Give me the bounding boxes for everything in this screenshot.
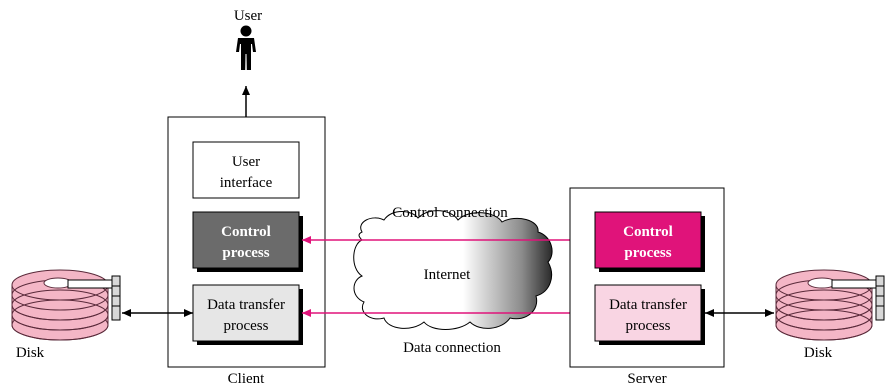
client-control-box — [192, 211, 300, 269]
client-data-line1: Data transfer — [207, 297, 285, 313]
client-control-line2: process — [222, 245, 269, 261]
server-control-line2: process — [624, 245, 671, 261]
disk-right-label: Disk — [804, 345, 833, 361]
user-interface-box — [192, 141, 300, 199]
disk-stack-icon — [11, 269, 121, 341]
client-data-line2: process — [224, 318, 269, 334]
client-control-line1: Control — [221, 224, 271, 240]
client-label: Client — [228, 371, 265, 387]
internet-label: Internet — [424, 267, 471, 283]
server-data-box — [594, 284, 702, 342]
data-connection-label: Data connection — [403, 340, 501, 356]
server-label: Server — [627, 371, 666, 387]
ui-line2: interface — [220, 175, 273, 191]
server-control-box — [594, 211, 702, 269]
server-control-line1: Control — [623, 224, 673, 240]
ui-line1: User — [232, 154, 260, 170]
disk-left-label: Disk — [16, 345, 45, 361]
disk-stack-icon — [775, 269, 885, 341]
server-data-line2: process — [626, 318, 671, 334]
user-label: User — [234, 8, 262, 24]
control-connection-label: Control connection — [392, 205, 508, 221]
person-icon — [236, 25, 256, 70]
server-data-line1: Data transfer — [609, 297, 687, 313]
